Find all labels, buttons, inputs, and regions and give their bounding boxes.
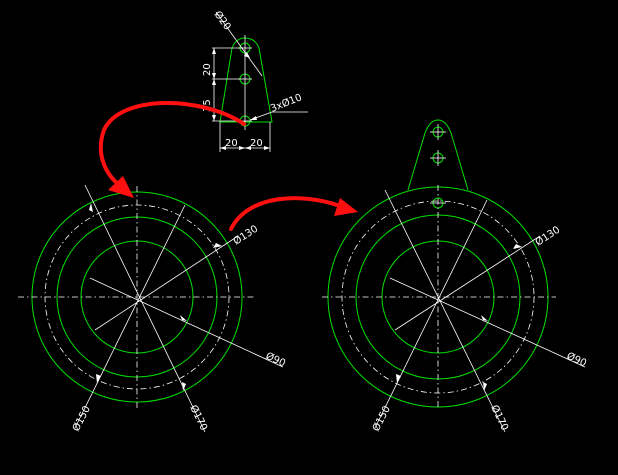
- left-dim-text-170: Ø170: [187, 403, 210, 432]
- red-arrowhead-left: [108, 176, 134, 198]
- right-dim-line-90: [389, 277, 586, 368]
- left-dim-line-150: [74, 204, 186, 429]
- right-dim-text-90: Ø90: [565, 350, 589, 370]
- right-dim-text-150: Ø150: [370, 404, 393, 433]
- dim-text-width-left: 20: [225, 138, 238, 149]
- left-dim-text-90: Ø90: [264, 350, 288, 370]
- right-bracket-outline: [407, 119, 469, 191]
- right-disc-view: Ø130 Ø90 Ø150 Ø170: [322, 119, 589, 433]
- red-arrow-bracket-to-disc: [98, 101, 246, 198]
- dim-text-35: 35: [202, 99, 213, 112]
- red-arrowhead-right: [334, 198, 358, 216]
- dim-text-d20: Ø20: [212, 9, 234, 33]
- right-dim-text-170: Ø170: [488, 403, 511, 432]
- right-dim-line-150: [374, 199, 488, 429]
- left-dim-line-130: [94, 235, 239, 331]
- bracket-detail: Ø20 20 35 3xØ10 20 20: [202, 9, 308, 152]
- dim-text-holes: 3xØ10: [269, 91, 304, 114]
- red-arrow-disc-to-assembly: [229, 196, 358, 231]
- dim-text-20: 20: [202, 63, 213, 76]
- left-dim-text-150: Ø150: [70, 404, 93, 433]
- left-disc-view: Ø130 Ø90 Ø150 Ø170: [18, 184, 288, 433]
- left-dim-line-90: [89, 277, 284, 368]
- right-dim-line-130: [394, 235, 541, 331]
- dim-text-width-right: 20: [250, 138, 263, 149]
- leader-d20: [215, 11, 263, 77]
- right-dim-line-170: [384, 189, 506, 433]
- left-dim-text-130: Ø130: [231, 223, 260, 248]
- left-dim-line-170: [84, 184, 206, 433]
- right-dim-text-130: Ø130: [533, 224, 562, 249]
- bracket-outline: [219, 37, 273, 123]
